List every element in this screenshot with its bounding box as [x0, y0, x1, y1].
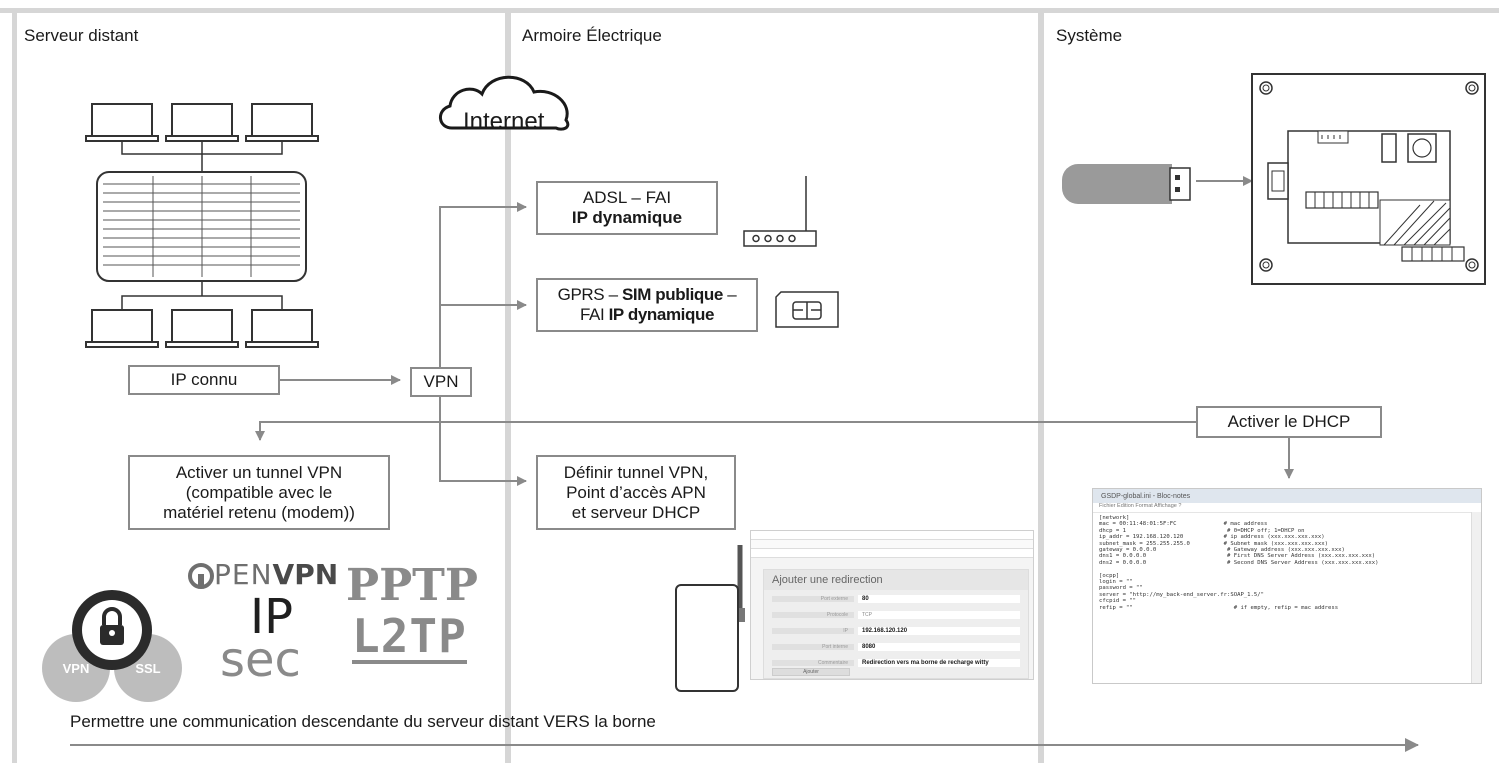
notepad-line: login = "": [1099, 579, 1133, 586]
notepad-line: [ocpp]: [1099, 572, 1120, 579]
router-nav-bar: [751, 531, 1033, 540]
notepad-line: subnet_mask = 255.255.255.0 # Subnet mas…: [1099, 540, 1329, 547]
vpn-box: VPN: [410, 367, 472, 397]
ip-connu-box: IP connu: [128, 365, 280, 395]
notepad-line: server = "http://my_back-end_server.fr:S…: [1099, 591, 1265, 598]
router-config-screenshot: Ajouter une redirection Port externe 80 …: [750, 530, 1034, 680]
footer-caption: Permettre une communication descendante …: [70, 712, 656, 731]
notepad-menu: Fichier Edition Format Affichage ?: [1093, 503, 1481, 513]
notepad-line: refip = "" # if empty, refip = mac addre…: [1099, 604, 1339, 611]
notepad-title: GSDP-global.ini - Bloc-notes: [1101, 492, 1191, 500]
router-subnav-bar: [751, 540, 1033, 549]
laptop-icon: [85, 103, 319, 142]
gprs-line-2: FAI IP dynamique: [580, 305, 714, 325]
router-form-row: IP 192.168.120.120: [764, 624, 1028, 638]
activate-dhcp-box: Activer le DHCP: [1196, 406, 1382, 438]
notepad-titlebar: GSDP-global.ini - Bloc-notes: [1093, 489, 1481, 503]
notepad-line: password = "": [1099, 585, 1143, 592]
tunnel-line-1: Activer un tunnel VPN: [175, 462, 343, 482]
notepad-line: ip_addr = 192.168.120.120 # ip address (…: [1099, 534, 1325, 541]
notepad-screenshot: GSDP-global.ini - Bloc-notes Fichier Edi…: [1092, 488, 1482, 684]
tunnel-line-3: matériel retenu (modem)): [163, 502, 355, 522]
notepad-line: [network]: [1099, 515, 1130, 521]
openvpn-logo-vpn: VPN: [272, 558, 339, 591]
notepad-line: cfcpid = "": [1099, 598, 1137, 605]
define-line-3: et serveur DHCP: [571, 502, 701, 522]
adsl-box: ADSL – FAI IP dynamique: [536, 181, 718, 235]
notepad-line: gateway = 0.0.0.0 # Gateway address (xxx…: [1099, 547, 1345, 554]
internet-cloud-label: Internet: [463, 108, 545, 135]
define-vpn-tunnel-box: Définir tunnel VPN, Point d’accès APN et…: [536, 455, 736, 530]
router-field-label: Port externe: [772, 596, 854, 602]
notepad-line: dns2 = 0.0.0.0 # Second DNS Server Addre…: [1099, 559, 1379, 566]
router-form-row: Port externe 80: [764, 592, 1028, 606]
router-tab-bar: [751, 549, 1033, 558]
router-field-label: Protocole: [772, 612, 854, 618]
router-field-value: TCP: [858, 611, 1020, 619]
l2tp-logo: L2TP: [352, 609, 467, 664]
notepad-content: [network] mac = 00:11:48:01:5F:FC # mac …: [1093, 513, 1481, 613]
gprs-box: GPRS – SIM publique – FAI IP dynamique: [536, 278, 758, 332]
router-add-button: Ajouter: [772, 668, 850, 676]
ipsec-logo-sec: sec: [220, 632, 301, 688]
gprs-dash: –: [722, 285, 737, 304]
adsl-ip-label: IP dynamique: [571, 208, 683, 227]
column-separator-1: [505, 12, 511, 763]
router-form-row: Commentaire Redirection vers ma borne de…: [764, 656, 1028, 670]
notepad-scrollbar: [1471, 512, 1481, 683]
gprs-sim-label: SIM publique: [621, 285, 723, 304]
ipsec-logo-ip: IP: [250, 589, 294, 645]
router-form-row: Port interne 8080: [764, 640, 1028, 654]
notepad-line: dns1 = 0.0.0.0 # First DNS Server Addres…: [1099, 553, 1376, 560]
router-field-value: 80: [858, 595, 1020, 603]
gprs-line-1: GPRS – SIM publique –: [558, 285, 737, 305]
vpn-logo-label: VPN: [62, 661, 90, 676]
gprs-fai-label: FAI: [579, 305, 609, 324]
router-field-value: 8080: [858, 643, 1020, 651]
ssl-logo-label: SSL: [135, 661, 161, 676]
define-line-1: Définir tunnel VPN,: [563, 462, 709, 482]
router-field-value: 192.168.120.120: [858, 627, 1020, 635]
router-field-label: IP: [772, 628, 854, 634]
column-title-electrical-cabinet: Armoire Électrique: [522, 26, 662, 45]
column-separator-2: [1038, 12, 1044, 763]
top-border: [0, 8, 1499, 13]
notepad-line: mac = 00:11:48:01:5F:FC # mac address: [1099, 521, 1268, 528]
activate-vpn-tunnel-box: Activer un tunnel VPN (compatible avec l…: [128, 455, 390, 530]
router-field-label: Commentaire: [772, 660, 854, 666]
gprs-label: GPRS –: [557, 285, 622, 304]
left-border: [12, 12, 17, 763]
column-title-remote-server: Serveur distant: [24, 26, 139, 45]
column-title-system: Système: [1056, 26, 1123, 45]
pptp-logo: PPTP: [346, 560, 478, 611]
notepad-line: dhcp = 1 # 0=DHCP off; 1=DHCP on: [1099, 527, 1305, 534]
openvpn-logo: PENVPN: [214, 560, 338, 590]
openvpn-logo-pen: PEN: [214, 558, 273, 591]
router-field-label: Port interne: [772, 644, 854, 650]
define-line-2: Point d’accès APN: [566, 482, 706, 502]
router-form-title: Ajouter une redirection: [764, 570, 1028, 590]
router-form-panel: Ajouter une redirection Port externe 80 …: [763, 569, 1029, 679]
tunnel-line-2: (compatible avec le: [185, 482, 333, 502]
router-field-value: Redirection vers ma borne de recharge wi…: [858, 659, 1020, 667]
adsl-label: ADSL – FAI: [582, 188, 672, 207]
gprs-ip-label: IP dynamique: [608, 305, 715, 324]
router-form-row: Protocole TCP: [764, 608, 1028, 622]
